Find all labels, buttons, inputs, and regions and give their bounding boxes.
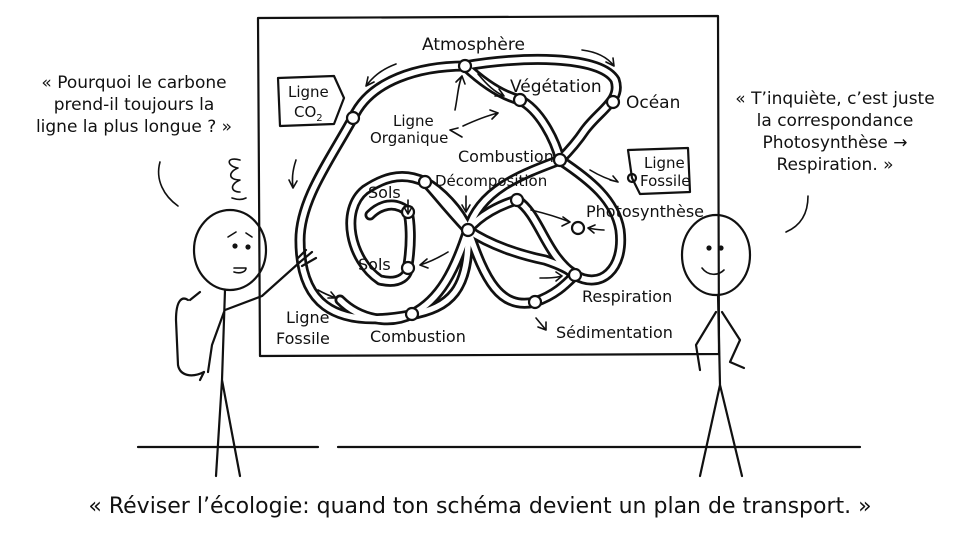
right-character bbox=[680, 213, 752, 478]
right-speech-line-2: la correspondance bbox=[756, 111, 914, 131]
fossile-bottom-sub: Fossile bbox=[276, 329, 330, 348]
label-sols-bottom: Sols bbox=[358, 255, 391, 274]
label-ocean: Océan bbox=[626, 93, 680, 113]
label-decomposition: Décomposition bbox=[435, 172, 547, 190]
left-bubble-tail bbox=[157, 161, 179, 207]
left-character bbox=[174, 158, 318, 478]
left-speech-line-1: « Pourquoi le carbone bbox=[41, 73, 227, 93]
left-speech: « Pourquoi le carbone prend-il toujours … bbox=[14, 72, 254, 138]
co2-text: CO bbox=[294, 103, 316, 121]
label-photosynthese: Photosynthèse bbox=[586, 202, 704, 221]
ocean-line bbox=[459, 53, 622, 166]
co2-tag bbox=[276, 74, 346, 128]
right-head bbox=[680, 213, 752, 297]
label-sedimentation: Sédimentation bbox=[556, 323, 673, 342]
label-combustion-top: Combustion bbox=[458, 147, 554, 166]
station-co2 bbox=[345, 110, 361, 126]
right-speech-line-4: Respiration. » bbox=[776, 155, 894, 175]
station-ocean bbox=[605, 94, 621, 110]
station-decomposition bbox=[417, 174, 433, 190]
label-atmosphere: Atmosphère bbox=[422, 35, 525, 55]
right-speech-line-1: « T’inquiète, c’est juste bbox=[735, 89, 935, 109]
station-combustion-top bbox=[552, 152, 568, 168]
fossile-tag-title: Ligne bbox=[644, 154, 685, 172]
pointing-arm bbox=[223, 260, 302, 312]
right-arm-left bbox=[694, 310, 718, 372]
fossile-bottom-title: Ligne bbox=[286, 308, 330, 327]
backpack bbox=[174, 297, 206, 377]
right-speech: « T’inquiète, c’est juste la corresponda… bbox=[720, 88, 950, 176]
right-body-legs bbox=[698, 293, 744, 478]
label-sols-top: Sols bbox=[368, 183, 401, 202]
station-combustion-bottom bbox=[404, 306, 420, 322]
comic-caption: « Réviser l’écologie: quand ton schéma d… bbox=[88, 494, 872, 519]
map-arrows bbox=[288, 49, 619, 331]
label-combustion-bottom: Combustion bbox=[370, 327, 466, 346]
smile bbox=[701, 267, 725, 276]
station-mid bbox=[509, 192, 525, 208]
left-arm bbox=[206, 310, 226, 374]
confusion-squiggle bbox=[228, 158, 247, 201]
station-atmosphere bbox=[457, 58, 473, 74]
left-speech-line-2: prend-il toujours la bbox=[53, 95, 215, 115]
co2-subscript: 2 bbox=[316, 113, 322, 124]
station-sedimentation bbox=[527, 294, 543, 310]
right-speech-line-3: Photosynthèse → bbox=[762, 133, 908, 153]
station-vegetation bbox=[512, 92, 528, 108]
fossile-tag-sub: Fossile bbox=[640, 172, 690, 190]
pointing-hand bbox=[296, 248, 318, 268]
stations bbox=[345, 58, 638, 322]
co2-tag-title: Ligne bbox=[288, 83, 329, 101]
left-body-legs bbox=[214, 288, 242, 478]
station-hub bbox=[460, 222, 476, 238]
co2-tag-sub: CO2 bbox=[294, 103, 323, 124]
station-respiration bbox=[567, 267, 583, 283]
right-bubble-tail bbox=[785, 195, 809, 233]
label-respiration: Respiration bbox=[582, 287, 672, 306]
right-arm-hip bbox=[720, 310, 746, 370]
organique-label-sub: Organique bbox=[370, 129, 448, 147]
left-speech-line-3: ligne la plus longue ? » bbox=[35, 117, 233, 137]
label-vegetation: Végétation bbox=[510, 77, 602, 97]
fossile-tag bbox=[626, 146, 692, 196]
left-head bbox=[192, 208, 268, 292]
organique-label-title: Ligne bbox=[393, 112, 434, 130]
station-photosynthese bbox=[570, 220, 586, 236]
station-sols-bottom bbox=[400, 260, 416, 276]
